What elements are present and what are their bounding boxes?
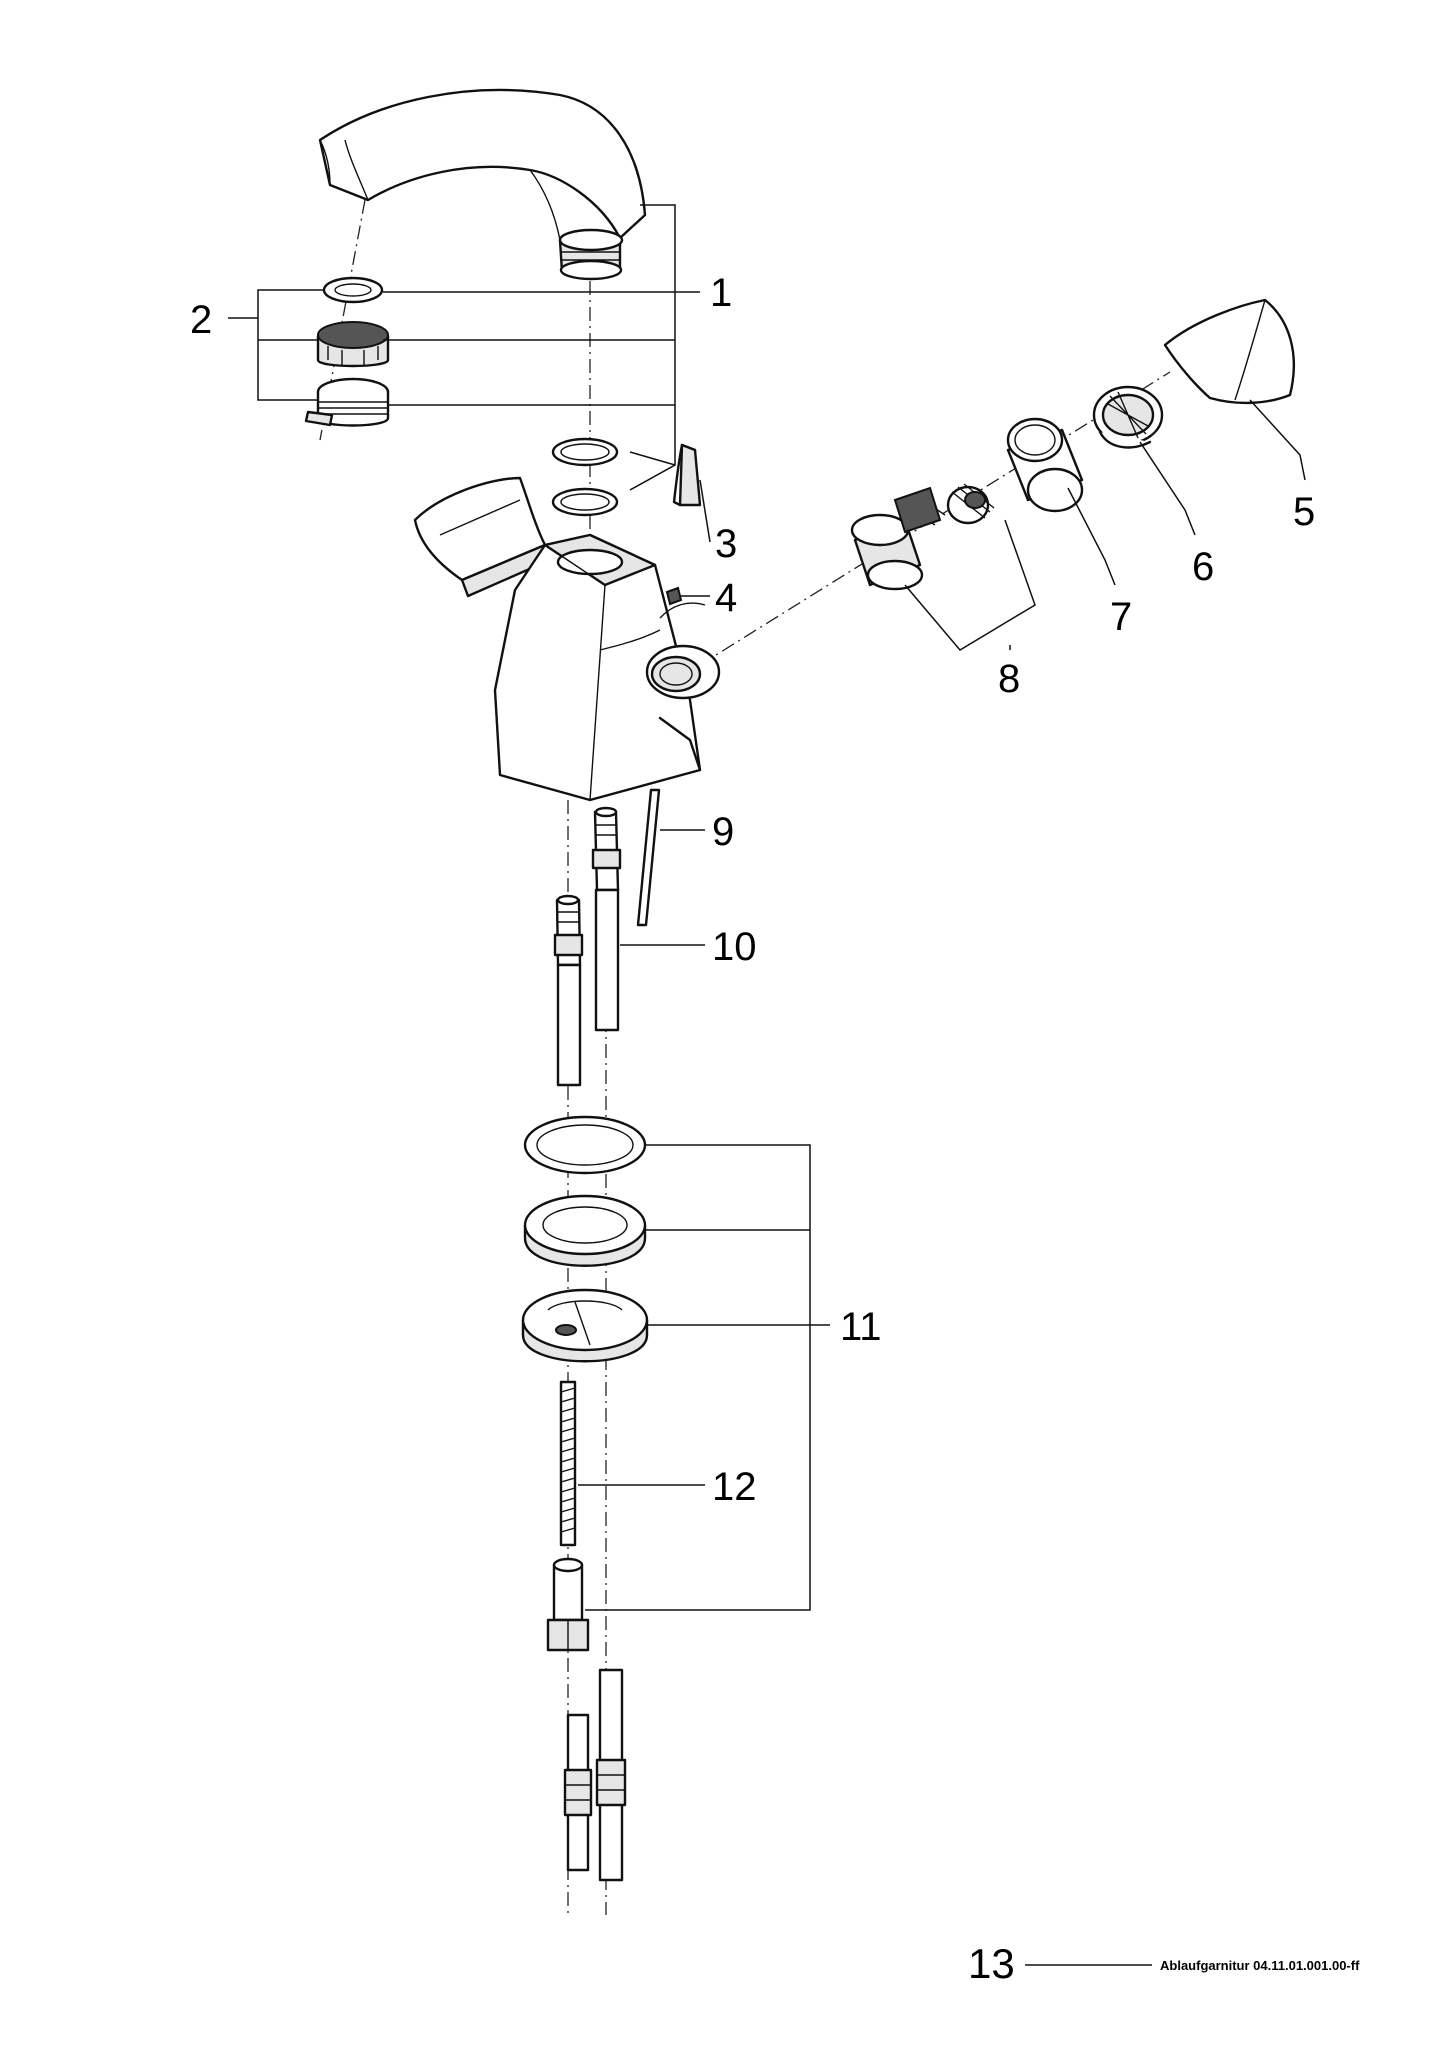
hose-connector-right [591, 806, 622, 1032]
callout-8: 8 [998, 657, 1020, 701]
threaded-rod [559, 1380, 577, 1547]
spout [318, 88, 647, 281]
page-number: 13 [968, 1940, 1015, 1987]
handle-cap [1163, 298, 1296, 405]
gasket-ring [523, 1115, 647, 1175]
spout-o-ring-upper [551, 437, 619, 467]
page-footer: 13 Ablaufgarnitur 04.11.01.001.00-ff [968, 1940, 1360, 1987]
hose-connector-left [553, 894, 584, 1087]
sleeve [1006, 417, 1084, 513]
lower-hose-right [595, 1668, 627, 1882]
callout-4: 4 [715, 576, 737, 620]
lower-hose-left [563, 1713, 593, 1872]
leader-lines [228, 204, 1306, 1611]
lift-rod [636, 788, 661, 927]
callout-5: 5 [1293, 490, 1315, 534]
aerator-housing [304, 377, 390, 427]
callout-1: 1 [710, 271, 732, 315]
aerator-insert [316, 321, 390, 368]
set-screw [665, 586, 683, 606]
callout-12: 12 [712, 1465, 757, 1509]
spout-o-ring-lower [551, 487, 619, 517]
fixing-nut [546, 1557, 590, 1652]
cartridge-spindle [946, 483, 995, 525]
callout-11: 11 [840, 1305, 882, 1349]
mounting-plate [521, 1288, 649, 1363]
callout-10: 10 [712, 925, 757, 969]
callout-7: 7 [1110, 595, 1132, 639]
ring-nut [1092, 385, 1164, 449]
flat-washer [523, 1194, 647, 1267]
callout-3: 3 [715, 522, 737, 566]
callout-6: 6 [1192, 545, 1214, 589]
faucet-body [413, 476, 721, 802]
aerator-washer [322, 276, 384, 304]
cartridge [850, 486, 946, 591]
document-reference: Ablaufgarnitur 04.11.01.001.00-ff [1160, 1958, 1360, 1973]
callout-9: 9 [712, 810, 734, 854]
lever-handle [672, 443, 702, 507]
callout-2: 2 [190, 298, 212, 342]
